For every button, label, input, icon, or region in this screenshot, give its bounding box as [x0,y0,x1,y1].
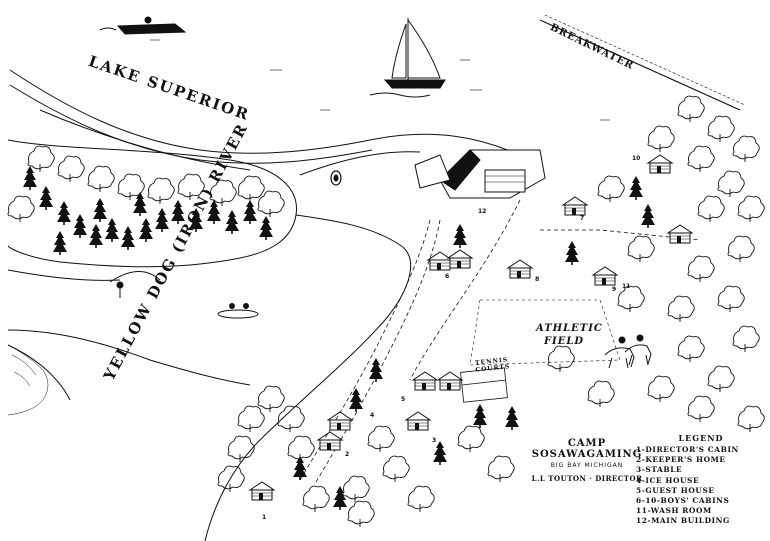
fisherman [109,271,161,298]
athletic-field-label: ATHLETIC FIELD [536,323,603,347]
camp-name-line2: SOSAWAGAMING [531,449,643,460]
lake-shoreline [9,69,531,171]
river-banks [7,151,421,541]
legend-list: 1-DIRECTOR'S CABIN 2-KEEPER'S HOME 3-STA… [636,445,766,527]
legend-item: 12-MAIN BUILDING [636,516,730,526]
map-number-9: 9 [612,286,617,293]
right-forest [547,95,765,433]
map-number-12: 12 [478,208,487,215]
legend-item: 3-STABLE [636,465,683,475]
legend-item: 11-WASH ROOM [636,506,712,516]
map-number-4: 4 [370,412,375,419]
motorboat [99,16,187,35]
map-number-8: 8 [535,276,540,283]
canoe [217,303,259,319]
legend-item: 1-DIRECTOR'S CABIN [636,445,739,454]
legend-item: 4-ICE HOUSE [636,475,700,485]
roads [299,199,701,483]
map-number-2: 2 [345,451,350,458]
legend-title: LEGEND [678,433,724,443]
camp-director: L.L TOUTON · DIRECTOR [531,474,643,483]
map-number-10: 10 [632,155,641,162]
legend-item: 5-GUEST HOUSE [636,485,715,495]
horse-riders [604,334,652,369]
archery-target [330,170,342,186]
river-marsh [7,344,49,416]
peninsula [7,139,297,281]
camp-title-block: CAMP SOSAWAGAMING BIG BAY MICHIGAN L.L T… [528,438,646,483]
map-legend: LEGEND 1-DIRECTOR'S CABIN 2-KEEPER'S HOM… [636,433,766,527]
camp-name-line1: CAMP [567,438,607,449]
tennis-courts [460,367,508,403]
legend-item: 6-10-BOYS' CABINS [636,496,730,506]
main-building [414,149,546,199]
breakwater-line [539,14,746,111]
map-number-5: 5 [401,396,406,403]
map-number-7: 7 [580,215,585,222]
athletic-field [469,299,621,366]
map-number-3: 3 [432,437,437,444]
lake-water-marks [150,39,610,121]
legend-item: 2-KEEPER'S HOME [636,455,726,465]
map-number-11: 11 [622,283,631,290]
camp-location: BIG BAY MICHIGAN [550,462,624,469]
sailboat [369,18,446,98]
map-number-6: 6 [445,273,450,280]
map-number-1: 1 [262,514,267,521]
